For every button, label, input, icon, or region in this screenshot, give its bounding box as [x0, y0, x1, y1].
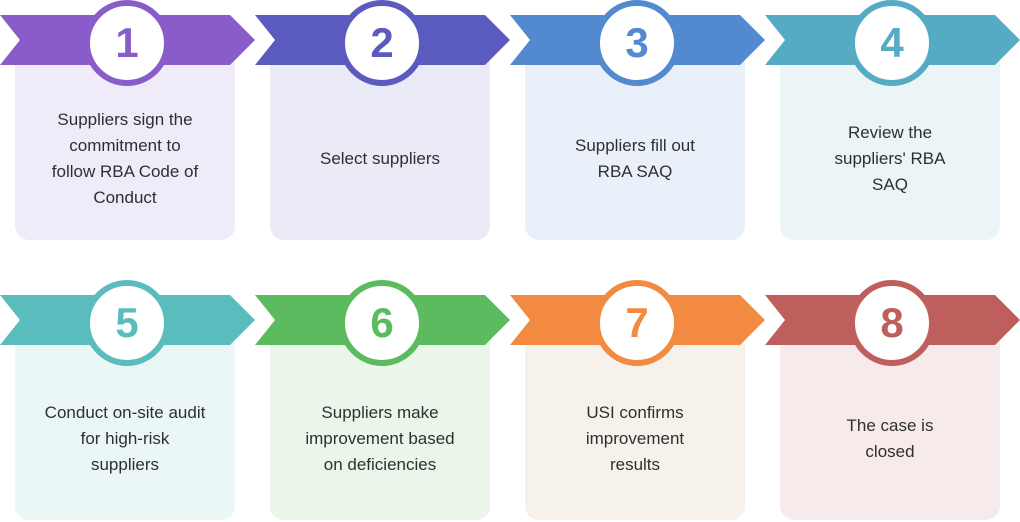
step-number: 2 [370, 19, 394, 66]
step-number: 1 [115, 19, 139, 66]
step-description: Suppliers make improvement based on defi… [305, 403, 455, 474]
step-number-badge: 7 [594, 280, 680, 366]
step-number: 8 [880, 299, 904, 346]
step-3: Suppliers fill out RBA SAQ 3 [510, 0, 765, 240]
step-number-badge: 6 [339, 280, 425, 366]
step-1: Suppliers sign the commitment to follow … [0, 0, 255, 240]
step-8: The case is closed 8 [765, 280, 1020, 520]
step-card: Suppliers fill out RBA SAQ [525, 40, 745, 240]
step-7: USI confirms improvement results 7 [510, 280, 765, 520]
step-number-badge: 1 [84, 0, 170, 86]
step-number-badge: 3 [594, 0, 680, 86]
step-description: Conduct on-site audit for high-risk supp… [44, 403, 206, 474]
step-2: Select suppliers 2 [255, 0, 510, 240]
step-4: Review the suppliers' RBA SAQ 4 [765, 0, 1020, 240]
step-5: Conduct on-site audit for high-risk supp… [0, 280, 255, 520]
step-number-badge: 2 [339, 0, 425, 86]
step-description: Suppliers fill out RBA SAQ [574, 136, 695, 181]
step-description: The case is closed [846, 416, 934, 461]
step-number-badge: 4 [849, 0, 935, 86]
step-number: 4 [880, 19, 904, 66]
step-number-badge: 5 [84, 280, 170, 366]
step-description: Suppliers sign the commitment to follow … [51, 110, 199, 207]
step-description: Select suppliers [319, 149, 440, 168]
step-number: 3 [625, 19, 649, 66]
step-number: 7 [625, 299, 649, 346]
step-number: 6 [370, 299, 394, 346]
step-description: Review the suppliers' RBA SAQ [834, 123, 946, 194]
step-number-badge: 8 [849, 280, 935, 366]
step-number: 5 [115, 299, 139, 346]
step-description: USI confirms improvement results [585, 403, 685, 474]
step-6: Suppliers make improvement based on defi… [255, 280, 510, 520]
